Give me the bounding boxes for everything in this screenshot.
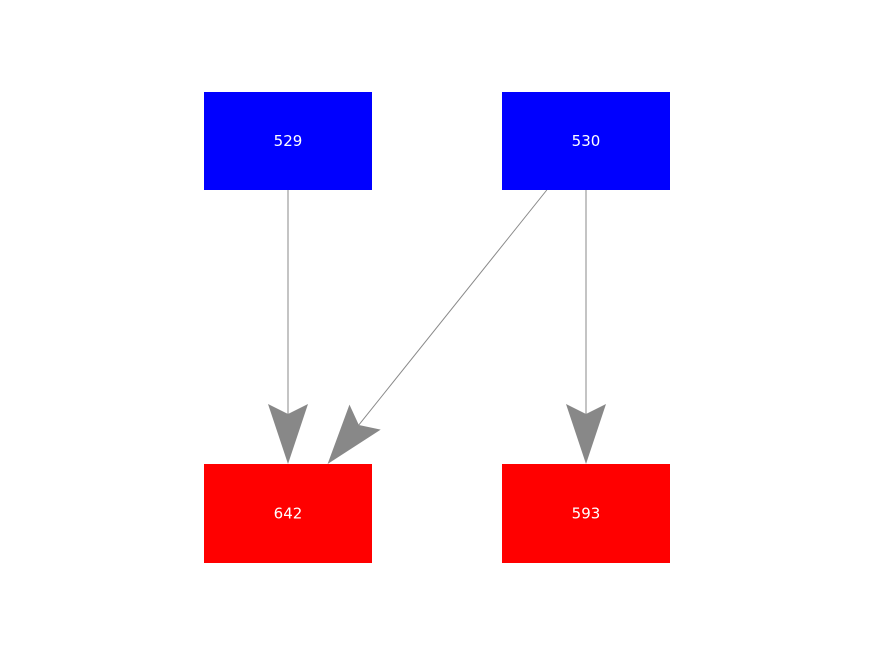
node-rect-642 [204,464,372,563]
node-530: 530 [502,92,670,190]
node-label-529: 529 [274,132,303,150]
edge-529-642 [268,190,308,464]
edge-arrowhead [566,404,606,464]
node-label-530: 530 [572,132,601,150]
nodes-layer: 529 530 642 593 [204,92,670,563]
node-rect-530 [502,92,670,190]
edge-arrowhead [327,404,381,464]
node-642: 642 [204,464,372,563]
node-529: 529 [204,92,372,190]
node-label-642: 642 [274,505,303,523]
node-label-593: 593 [572,505,601,523]
edge-line [358,189,548,426]
node-593: 593 [502,464,670,563]
edges-layer [268,189,606,464]
node-rect-529 [204,92,372,190]
edge-530-593 [566,190,606,464]
edge-arrowhead [268,404,308,464]
node-rect-593 [502,464,670,563]
edge-530-642 [327,189,548,464]
